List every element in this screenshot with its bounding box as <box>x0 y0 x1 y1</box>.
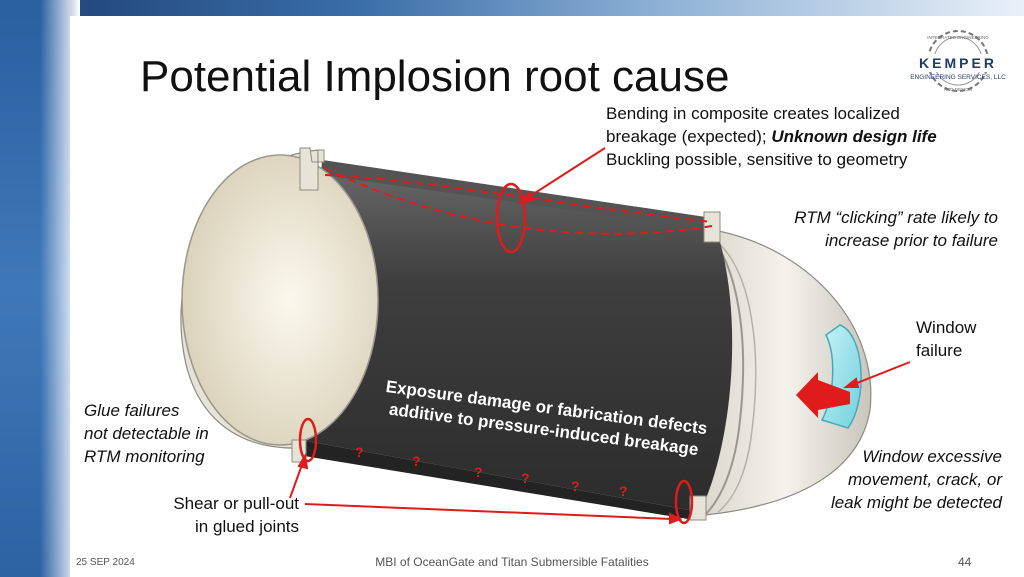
window-failure-note: Window failure <box>916 316 976 362</box>
question-mark: ? <box>474 464 483 480</box>
window-failure-line-2: failure <box>916 341 963 360</box>
question-mark: ? <box>619 483 628 499</box>
logo-subtitle: ENGINEERING SERVICES, LLC <box>910 74 1006 81</box>
window-excessive-line-3: leak might be detected <box>830 493 1002 512</box>
slide-title: Potential Implosion root cause <box>140 52 730 101</box>
question-mark: ? <box>521 470 530 486</box>
page-number: 44 <box>958 555 972 569</box>
bending-note: Bending in composite creates localized b… <box>606 102 937 171</box>
bending-curve-lower <box>324 167 713 235</box>
question-mark: ? <box>571 478 580 494</box>
shear-note: Shear or pull-out in glued joints <box>173 492 299 538</box>
question-mark: ? <box>355 444 364 460</box>
window-failure-arrow <box>851 361 911 386</box>
composite-hull <box>300 160 733 512</box>
fwd-joint-callout-oval <box>298 417 318 463</box>
shear-arrow-fwd <box>289 461 304 499</box>
rtm-note: RTM “clicking” rate likely to increase p… <box>794 206 998 252</box>
shear-note-line-1: Shear or pull-out <box>173 494 299 513</box>
bending-note-line-1: Bending in composite creates localized <box>606 104 900 123</box>
window-excessive-line-1: Window excessive <box>862 447 1002 466</box>
forward-dome-interior <box>181 154 379 446</box>
logo-arc-bottom: AND DESIGN <box>944 87 972 92</box>
footer-title: MBI of OceanGate and Titan Submersible F… <box>375 555 649 569</box>
bending-arrow <box>523 147 606 201</box>
shear-arrow-aft <box>304 503 673 520</box>
top-gradient-bar <box>0 0 1024 16</box>
window-failure-line-1: Window <box>916 318 977 337</box>
window-load-arrow <box>796 372 850 418</box>
shear-note-line-2: in glued joints <box>195 517 299 536</box>
bending-note-line-2: breakage (expected); Unknown design life <box>606 125 937 148</box>
glue-note: Glue failures not detectable in RTM moni… <box>84 399 209 468</box>
bending-note-unknown-life: Unknown design life <box>771 127 937 146</box>
hull-bottom-band <box>298 440 700 520</box>
window-excessive-line-2: movement, crack, or <box>848 470 1002 489</box>
aft-joint-callout-oval <box>674 479 694 525</box>
hull-top-band <box>322 160 712 230</box>
rtm-note-line-1: RTM “clicking” rate likely to <box>794 208 998 227</box>
bending-note-line-2-plain: breakage (expected); <box>606 127 772 146</box>
aft-dome <box>699 227 872 516</box>
window-excessive-note: Window excessive movement, crack, or lea… <box>831 445 1002 514</box>
bending-callout-oval <box>495 182 527 254</box>
logo-name: KEMPER <box>919 55 997 71</box>
glue-note-line-1: Glue failures <box>84 401 180 420</box>
aft-flange-bottom <box>689 495 707 521</box>
glue-note-line-2: not detectable in <box>84 424 209 443</box>
rtm-note-line-2: increase prior to failure <box>825 231 998 250</box>
logo-arc-top: INTEGRATED ENGINEERING <box>927 35 989 40</box>
footer-date: 25 SEP 2024 <box>76 557 135 568</box>
kemper-logo: KEMPER ENGINEERING SERVICES, LLC INTEGRA… <box>902 30 1014 92</box>
bending-note-line-3: Buckling possible, sensitive to geometry <box>606 150 908 169</box>
question-mark: ? <box>412 453 421 469</box>
left-accent-fade <box>40 0 80 577</box>
glue-note-line-3: RTM monitoring <box>84 447 205 466</box>
